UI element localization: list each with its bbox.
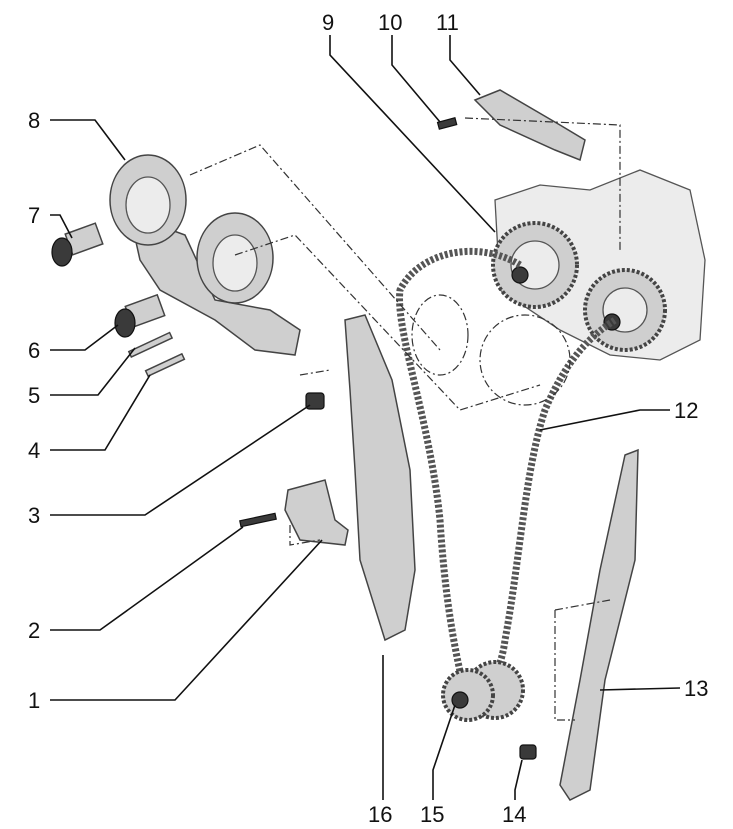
dowel-pin [127,331,174,359]
assembly-circle [479,314,571,406]
crankshaft-sprocket [441,660,525,722]
tensioner-bolt [239,512,277,528]
assembly-line [189,117,621,721]
callout-7: 7 [28,203,40,228]
assembly-circle [411,294,469,376]
callout-9: 9 [322,10,334,35]
callout-11: 11 [436,10,459,35]
tensioning-rail [344,314,416,642]
chain-tensioner [284,479,349,546]
callout-16: 16 [368,802,392,827]
callout-1: 1 [28,688,40,713]
callout-4: 4 [28,438,40,463]
guide-rail-bolt [519,744,537,760]
bracket-bolt [436,117,458,130]
guide-rail [559,448,639,801]
adjuster-ring-upper [109,154,187,246]
callout-12: 12 [674,398,698,423]
leader-lines [50,35,681,800]
callout-8: 8 [28,108,40,133]
camshaft-sprocket-intake [491,221,579,309]
adjuster-ring-lower [196,212,274,304]
control-valve-upper [51,222,104,267]
callout-13: 13 [684,676,708,701]
callout-3: 3 [28,503,40,528]
callout-10: 10 [378,10,402,35]
chain-guide-bracket [473,89,586,162]
callout-6: 6 [28,338,40,363]
timing-chain [396,247,617,692]
callout-2: 2 [28,618,40,643]
callout-14: 14 [502,802,526,827]
bolt [144,352,186,378]
guide-bolt [305,392,325,410]
control-valve-lower [114,293,166,338]
callout-15: 15 [420,802,444,827]
callout-5: 5 [28,383,40,408]
